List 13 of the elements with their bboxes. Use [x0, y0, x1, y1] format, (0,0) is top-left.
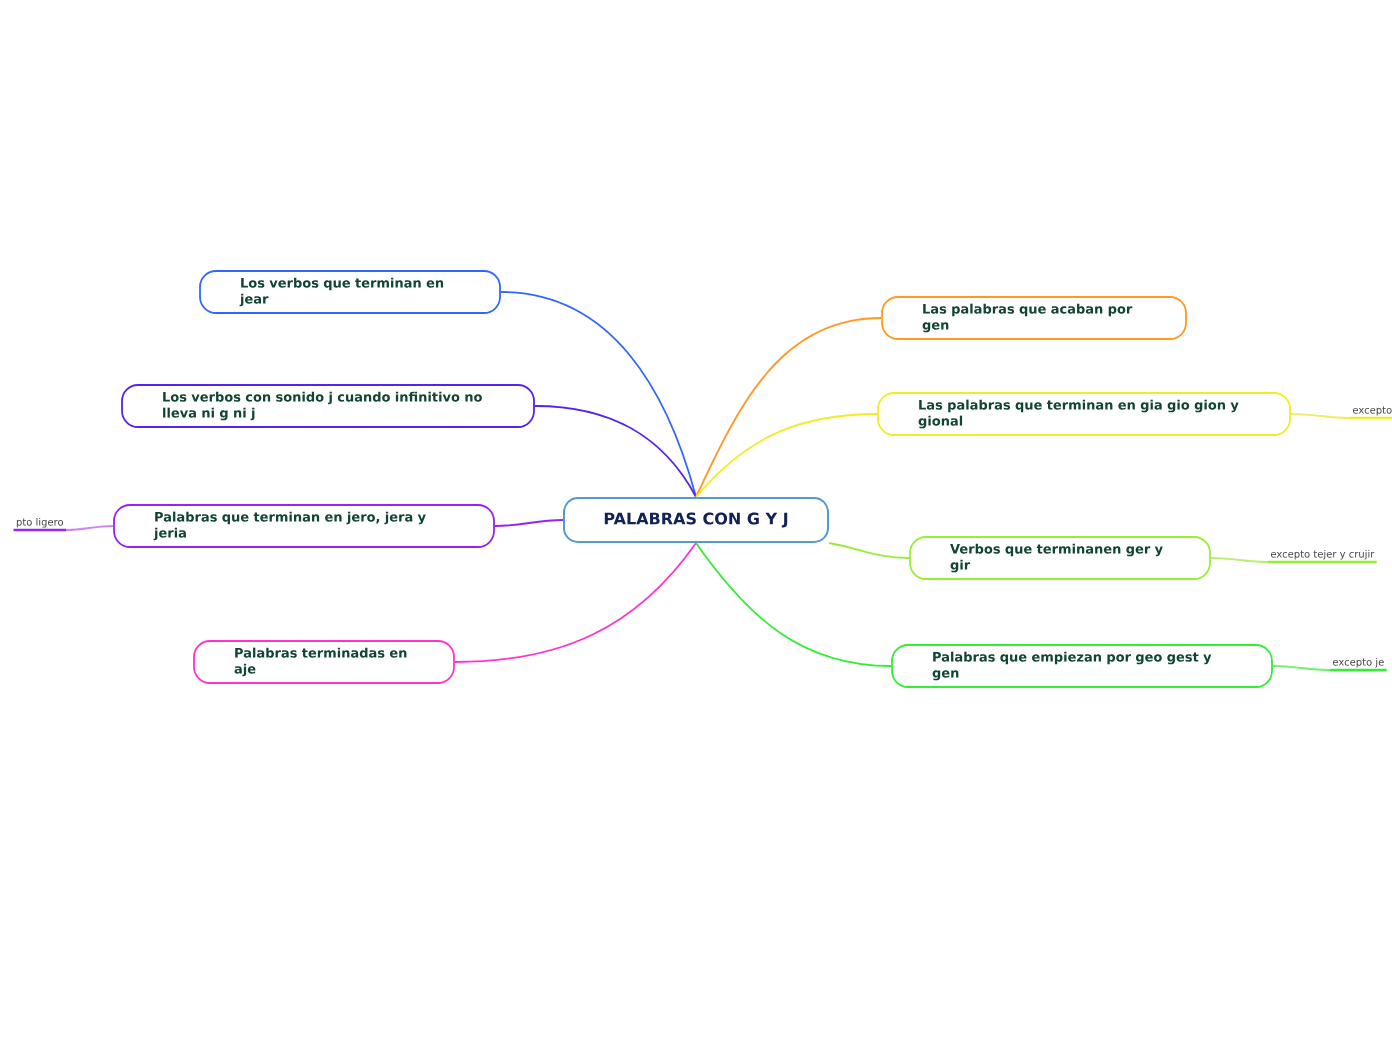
branch-line — [1210, 557, 1269, 563]
branch-line — [1272, 665, 1331, 671]
branch-line — [65, 525, 114, 531]
branch-line — [500, 291, 697, 498]
branch-line — [1290, 413, 1351, 419]
branch-line — [534, 405, 697, 498]
branch-line — [828, 542, 910, 559]
branch-line — [494, 519, 564, 527]
branch-line — [454, 542, 697, 663]
branch-line — [695, 542, 892, 667]
branch-line — [695, 413, 878, 498]
branch-line — [695, 317, 882, 498]
central-topic-box: PALABRAS CON G Y J — [563, 497, 829, 543]
